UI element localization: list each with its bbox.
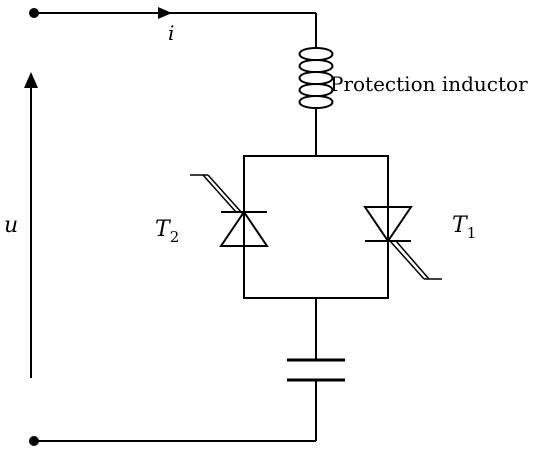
thyristor-t1 [363, 206, 442, 280]
t2-label: T2 [155, 217, 179, 246]
thyristor-t2 [190, 174, 269, 298]
inductor-coil-icon [298, 47, 334, 110]
thyristor-block [243, 155, 389, 299]
voltage-arrow-icon [24, 72, 38, 88]
t1-label: T1 [452, 213, 476, 242]
current-label: i [168, 21, 174, 45]
voltage-label: u [4, 213, 18, 238]
current-arrow-icon [158, 7, 172, 19]
inductor-label: Protection inductor [330, 72, 528, 96]
